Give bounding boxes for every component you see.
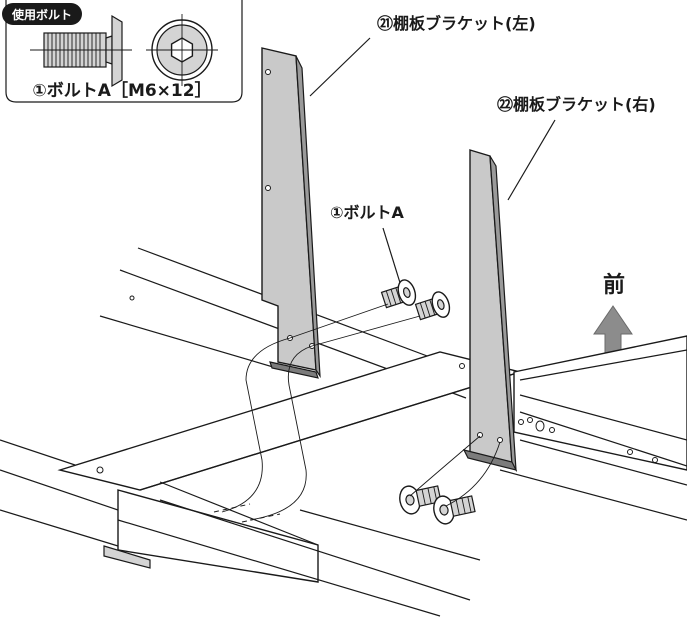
lower-bolts-icon (399, 485, 476, 525)
upper-bolts-icon (380, 279, 451, 321)
inset-badge-label: 使用ボルト (11, 7, 72, 22)
bolt-inset: 使用ボルト ①ボルトA［M6×12］ (2, 0, 243, 103)
right-shelf-bracket (462, 149, 518, 473)
bolt-leader (382, 227, 402, 287)
right-bracket-leader (507, 119, 556, 201)
bolt-head-view-icon (146, 14, 218, 86)
left-bracket-leader (309, 37, 371, 97)
left-shelf-bracket (261, 47, 321, 379)
front-direction-label: 前 (603, 272, 625, 298)
bolt-label: ①ボルトA (330, 203, 405, 222)
bolt-side-view-icon (30, 14, 132, 88)
left-bracket-label: ㉑棚板ブラケット(左) (377, 14, 536, 33)
bolt-guide-lines (213, 303, 501, 523)
right-bracket-label: ㉒棚板ブラケット(右) (497, 95, 656, 114)
frame-rails (0, 247, 687, 617)
inset-badge (2, 3, 82, 25)
inset-bolt-label: ①ボルトA［M6×12］ (32, 80, 211, 101)
